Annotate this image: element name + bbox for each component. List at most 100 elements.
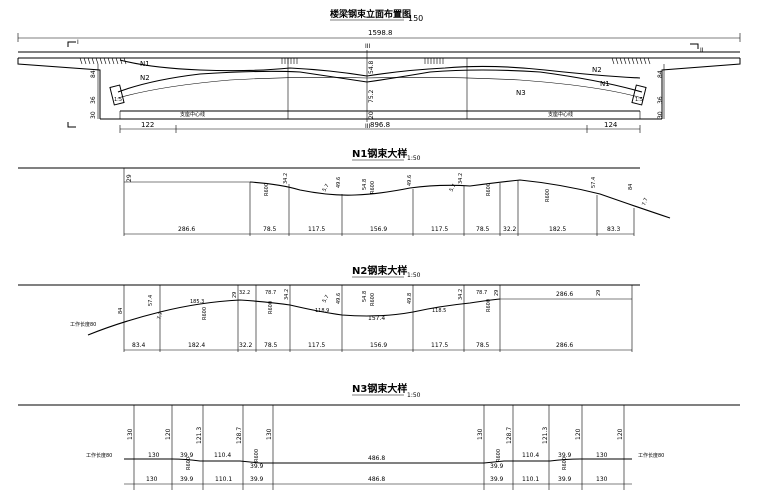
cable-label-n2-right: N2: [592, 66, 602, 74]
n1-v-34-2b: 34.2: [458, 173, 464, 184]
n2-dim-7: 78.5: [476, 342, 490, 349]
n3-ml-0: 130: [148, 452, 160, 459]
elevation-scale: 150: [408, 14, 423, 23]
n3-mr-1: 110.4: [522, 452, 539, 459]
n1-slope-2: 5.7: [449, 183, 458, 193]
n3-scale: 1:50: [407, 392, 421, 399]
anchor-tag-left: 1:5: [114, 97, 122, 103]
n2-v-r600-3: R600: [370, 293, 376, 306]
n3-dim-8: 130: [596, 476, 608, 483]
n3-ul-4: 130: [266, 428, 273, 440]
cable-label-n2-left: N2: [140, 74, 150, 82]
n2-dim-1: 182.4: [188, 342, 205, 349]
n1-dim-2: 117.5: [308, 226, 325, 233]
n1-dim-4: 117.5: [431, 226, 448, 233]
n1-v-7-7: 7.7: [641, 197, 649, 207]
depth-right-30: 30: [657, 111, 664, 119]
n3-ur-0: 130: [477, 428, 484, 440]
section-mark-right: [690, 43, 699, 49]
n3-r600-2: R600: [254, 449, 260, 462]
bottom-dim-896: 896.8: [370, 121, 390, 129]
n3-dim-5: 39.9: [490, 476, 504, 483]
n2-v-78-7: 78.7: [265, 290, 276, 296]
n3-left-label: 工作长度80: [86, 452, 112, 459]
n3-ul-1: 120: [165, 428, 172, 440]
n3-mr-2: 39.9: [558, 452, 572, 459]
n2-verticals: [123, 285, 633, 352]
cable-label-n1-left: N1: [140, 60, 150, 68]
depth-right-36: 36: [657, 96, 664, 104]
n2-v-29: 29: [232, 292, 238, 298]
n1-verticals: [249, 180, 635, 236]
n1-scale: 1:50: [407, 155, 421, 162]
n3-ur-2: 121.3: [542, 427, 549, 444]
hatch-mid-right: [424, 58, 444, 64]
n1-dim-6: 32.2: [503, 226, 517, 233]
n1-v-57-4: 57.4: [591, 177, 597, 188]
n2-cable: [87, 298, 501, 336]
cable-n2: [117, 69, 643, 93]
n1-detail: N1钢束大样 1:50 29 R600 34.2 49.6 54.8 R600 …: [18, 147, 671, 236]
cable-n1: [119, 59, 641, 79]
support-label-right: 支座中心线: [548, 111, 573, 118]
n2-right-label: 286.6: [556, 291, 573, 298]
n1-slope-1: 5.7: [322, 183, 331, 193]
n2-dim-2: 32.2: [239, 342, 253, 349]
n3-dim-7: 39.9: [558, 476, 572, 483]
section-mark-left-label: I: [77, 39, 79, 46]
n2-v-49-8: 49.8: [407, 293, 413, 304]
n1-dim-5: 78.5: [476, 226, 490, 233]
n3-dim-3: 39.9: [250, 476, 264, 483]
n3-mr-3: 130: [596, 452, 608, 459]
n2-v-78-7b: 78.7: [476, 290, 487, 296]
n3-ml-3: 39.9: [250, 463, 264, 470]
section-mark-left-bottom: [67, 122, 76, 128]
n2-v-29c: 29: [596, 290, 602, 296]
n2-v-7-7: 7.7: [156, 311, 164, 321]
n2-v-54-8: 54.8: [362, 291, 368, 302]
n2-v-r600-1: R600: [202, 307, 208, 320]
hatch-right: [611, 57, 651, 65]
n2-dim-3: 78.5: [264, 342, 278, 349]
n1-cable: [249, 179, 671, 219]
n3-ur-3: 120: [575, 428, 582, 440]
n3-ul-0: 130: [127, 428, 134, 440]
n2-v-84: 84: [118, 308, 124, 314]
n3-dim-1: 39.9: [180, 476, 194, 483]
total-length-label: 1598.8: [368, 29, 393, 37]
n3-verticals: [133, 405, 625, 490]
n3-dim-6: 110.1: [522, 476, 539, 483]
n3-title: N3钢束大样: [352, 382, 407, 395]
support-label-left: 支座中心线: [180, 111, 205, 118]
n2-detail: N2钢束大样 1:50 工作长度80 84 57.4 7.7 185.3 R60…: [18, 264, 640, 352]
n3-r600-4: R600: [562, 457, 568, 470]
n2-v-r600-2: R600: [268, 301, 274, 314]
n3-ul-2: 121.3: [196, 427, 203, 444]
n2-dim-5: 156.9: [370, 342, 387, 349]
depth-right-84: 84: [657, 70, 664, 78]
girder-left-end: [17, 58, 101, 119]
n2-slope-2: 118.9: [315, 308, 329, 314]
anchor-plate-left: [109, 84, 125, 106]
n3-right-label: 工作长度80: [638, 452, 664, 459]
n2-v-r600-4: R600: [486, 299, 492, 312]
n3-cable: [124, 458, 632, 464]
section-mark-left: [67, 41, 76, 47]
cable-n3-right: [366, 77, 643, 99]
n2-v-185-3: 185.3: [190, 299, 204, 305]
section-mark-right-label: II: [700, 47, 704, 54]
n3-center-label: 486.8: [368, 455, 385, 462]
n2-v-29b: 29: [494, 290, 500, 296]
cable-label-n1-right: N1: [600, 80, 610, 88]
n2-dim-8: 286.6: [556, 342, 573, 349]
n1-v-54-8: 54.8: [362, 179, 368, 190]
n1-rise: 29: [126, 174, 133, 182]
elevation-view: 楼梁钢束立面布置图 150 1598.8 I II III III 1:5 1:…: [17, 8, 741, 133]
anchor-tag-right: 1:5: [635, 97, 643, 103]
n2-left-label: 工作长度80: [70, 321, 96, 328]
bottom-dim-122: 122: [141, 121, 154, 129]
n1-v-r600-4: R600: [545, 189, 551, 202]
n2-v-57-4: 57.4: [148, 295, 154, 306]
n1-dim-7: 182.5: [549, 226, 566, 233]
n3-ur-1: 128.7: [506, 427, 513, 444]
